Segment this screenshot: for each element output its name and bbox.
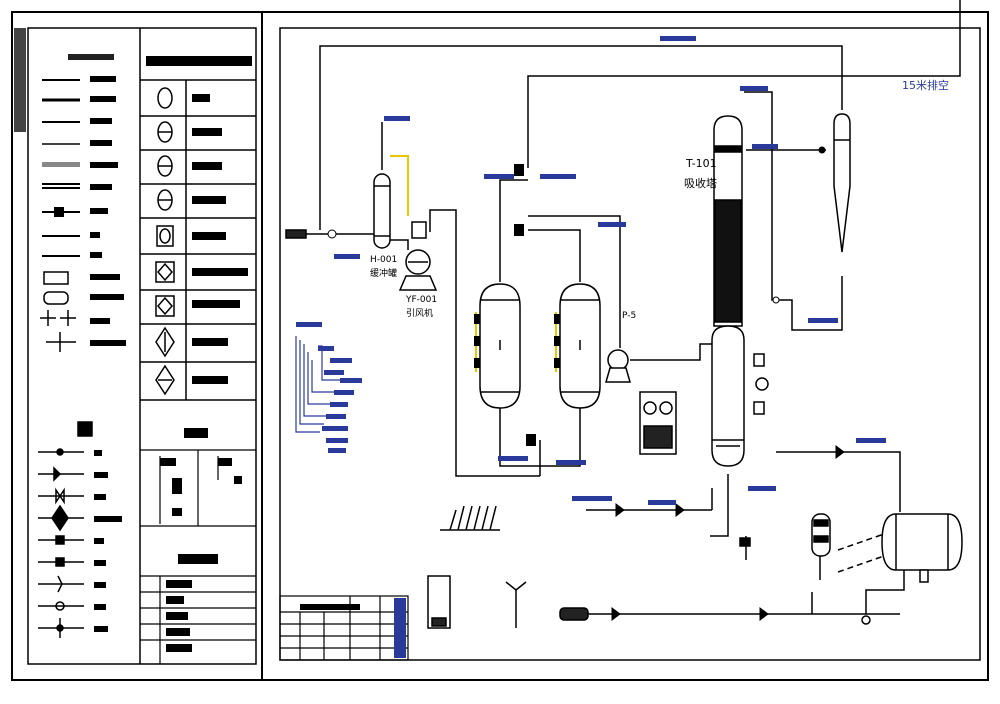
tower-name-label: 吸收塔 — [684, 177, 717, 190]
legend-valves — [38, 421, 93, 638]
heater-vessel[interactable] — [811, 513, 831, 557]
blue-note-tree-text — [318, 346, 362, 453]
horizontal-storage-tank[interactable] — [881, 513, 963, 583]
tank-name-label: 缓冲罐 — [370, 269, 398, 279]
adsorber-left[interactable] — [479, 283, 521, 409]
pump-p5[interactable] — [605, 349, 631, 383]
legend-line-types — [40, 54, 114, 352]
legend-code-table-labels — [160, 428, 242, 652]
fan-tag-label: YF-001 — [406, 295, 438, 305]
buffer-tank-h001[interactable] — [373, 173, 391, 249]
bottom-equipment — [285, 229, 871, 629]
legend-valve-labels — [94, 450, 122, 632]
cyclone-separator[interactable] — [833, 113, 851, 253]
absorption-tower-t101[interactable] — [711, 115, 745, 467]
legend-code-table — [140, 449, 256, 664]
fan-name-label: 引风机 — [406, 309, 434, 319]
adsorber-instruments — [474, 164, 560, 446]
legend-instruments — [140, 79, 256, 401]
heating-coils — [449, 505, 497, 531]
tower-gauges — [753, 353, 769, 415]
title-block — [279, 595, 409, 661]
process-piping — [286, 0, 961, 615]
legend-instrument-labels — [146, 56, 252, 384]
exhaust-note-label: 15米排空 — [902, 79, 949, 92]
control-panel[interactable] — [639, 391, 677, 455]
pipe-valves[interactable] — [327, 146, 845, 621]
tank-tag-label: H-001 — [370, 255, 398, 265]
pipe-tag-labels — [296, 36, 886, 505]
adsorber-right[interactable] — [559, 283, 601, 409]
legend-line-type-labels — [90, 76, 126, 346]
drawing-frame — [11, 11, 989, 681]
tower-tag-label: T-101 — [686, 157, 717, 170]
induced-fan-yf001[interactable] — [398, 221, 438, 291]
dashed-signal-lines — [837, 533, 885, 573]
pump-tag-label: P-5 — [622, 311, 637, 321]
